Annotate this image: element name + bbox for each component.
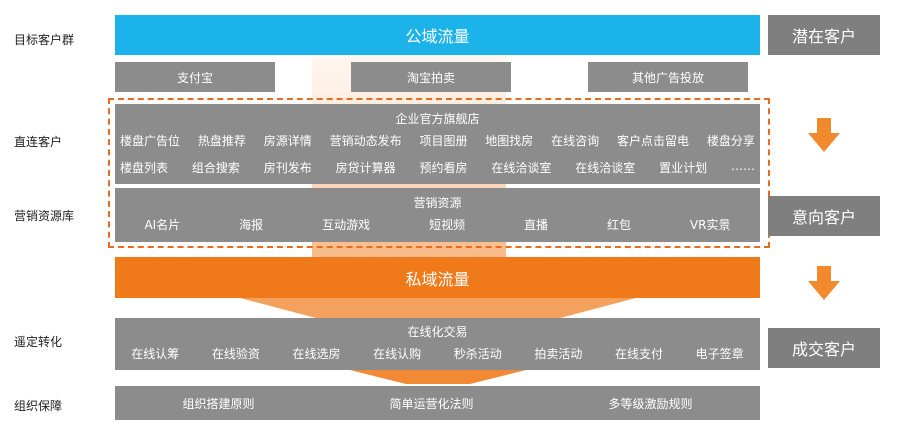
store-feature: …… <box>731 159 755 173</box>
store-feature: 置业计划 <box>659 161 708 175</box>
store-feature: 营销动态发布 <box>329 134 402 148</box>
official-store-panel: 企业官方旗舰店 楼盘广告位 热盘推荐 房源详情 营销动态发布 项目图册 地图找房… <box>115 104 760 184</box>
online-transaction-row: 在线认筹 在线验资 在线选房 在线认购 秒杀活动 拍卖活动 在线支付 电子签章 <box>115 345 760 362</box>
store-feature: 项目图册 <box>419 134 468 148</box>
stage-intent-customers: 意向客户 <box>768 196 880 236</box>
transaction-item: 在线选房 <box>292 347 341 361</box>
organization-item: 多等级激励规则 <box>608 397 693 411</box>
source-other-ads: 其他广告投放 <box>588 62 748 92</box>
resource-item: 短视频 <box>429 218 466 232</box>
marketing-resources-title: 营销资源 <box>413 196 462 210</box>
row-label-conversion: 遥定转化 <box>14 335 63 349</box>
store-feature: 在线洽谈室 <box>575 161 636 175</box>
stage-deal-customers: 成交客户 <box>768 328 880 368</box>
funnel-body <box>240 298 636 318</box>
official-store-title: 企业官方旗舰店 <box>395 112 480 126</box>
store-feature: 房源详情 <box>263 134 312 148</box>
store-feature: 楼盘分享 <box>706 134 755 148</box>
resource-item: AI名片 <box>144 218 181 232</box>
public-traffic-bar: 公域流量 <box>115 15 760 55</box>
down-arrow-icon <box>808 118 840 152</box>
row-label-target-customers: 目标客户群 <box>14 33 75 47</box>
transaction-item: 在线认筹 <box>131 347 180 361</box>
resource-item: 互动游戏 <box>322 218 371 232</box>
source-alipay: 支付宝 <box>115 62 275 92</box>
funnel-tip <box>350 370 526 384</box>
direct-channel-dashed-frame <box>108 98 770 248</box>
source-taobao-auction: 淘宝拍卖 <box>351 62 511 92</box>
row-label-organization: 组织保障 <box>14 399 63 413</box>
stage-potential-customers: 潜在客户 <box>768 15 880 55</box>
transaction-item: 拍卖活动 <box>534 347 583 361</box>
store-feature: 楼盘广告位 <box>120 134 181 148</box>
store-feature-row-2: 楼盘列表 组合搜索 房刊发布 房贷计算器 预约看房 在线洽谈室 在线洽谈室 置业… <box>115 159 760 176</box>
store-feature: 在线洽谈室 <box>491 161 552 175</box>
store-feature: 客户点击留电 <box>617 134 690 148</box>
online-transaction-title: 在线化交易 <box>407 325 468 339</box>
organization-item: 组织搭建原则 <box>182 397 255 411</box>
store-feature: 房刊发布 <box>263 161 312 175</box>
resource-item: 海报 <box>239 218 264 232</box>
marketing-resources-row: AI名片 海报 互动游戏 短视频 直播 红包 VR实景 <box>115 216 760 233</box>
organization-item: 简单运营化法则 <box>389 397 474 411</box>
store-feature: 在线咨询 <box>551 134 600 148</box>
store-feature: 房贷计算器 <box>335 161 396 175</box>
resource-item: 直播 <box>524 218 549 232</box>
transaction-item: 在线验资 <box>211 347 260 361</box>
row-label-marketing-resources: 营销资源库 <box>14 209 75 223</box>
online-transaction-panel: 在线化交易 在线认筹 在线验资 在线选房 在线认购 秒杀活动 拍卖活动 在线支付… <box>115 318 760 370</box>
organization-panel: 组织搭建原则 简单运营化法则 多等级激励规则 <box>115 386 760 420</box>
row-label-direct-customers: 直连客户 <box>14 135 63 149</box>
resource-item: 红包 <box>606 218 631 232</box>
transaction-item: 电子签章 <box>695 347 744 361</box>
store-feature: 预约看房 <box>419 161 468 175</box>
store-feature: 楼盘列表 <box>120 161 169 175</box>
private-traffic-bar: 私域流量 <box>115 257 760 298</box>
marketing-resources-panel: 营销资源 AI名片 海报 互动游戏 短视频 直播 红包 VR实景 <box>115 188 760 242</box>
organization-row: 组织搭建原则 简单运营化法则 多等级激励规则 <box>115 395 760 412</box>
store-feature-row-1: 楼盘广告位 热盘推荐 房源详情 营销动态发布 项目图册 地图找房 在线咨询 客户… <box>115 132 760 149</box>
store-feature: 热盘推荐 <box>197 134 246 148</box>
store-feature: 地图找房 <box>485 134 534 148</box>
transaction-item: 在线支付 <box>615 347 664 361</box>
resource-item: VR实景 <box>689 218 731 232</box>
store-feature: 组合搜索 <box>191 161 240 175</box>
down-arrow-icon <box>808 266 840 300</box>
transaction-item: 在线认购 <box>373 347 422 361</box>
transaction-item: 秒杀活动 <box>453 347 502 361</box>
